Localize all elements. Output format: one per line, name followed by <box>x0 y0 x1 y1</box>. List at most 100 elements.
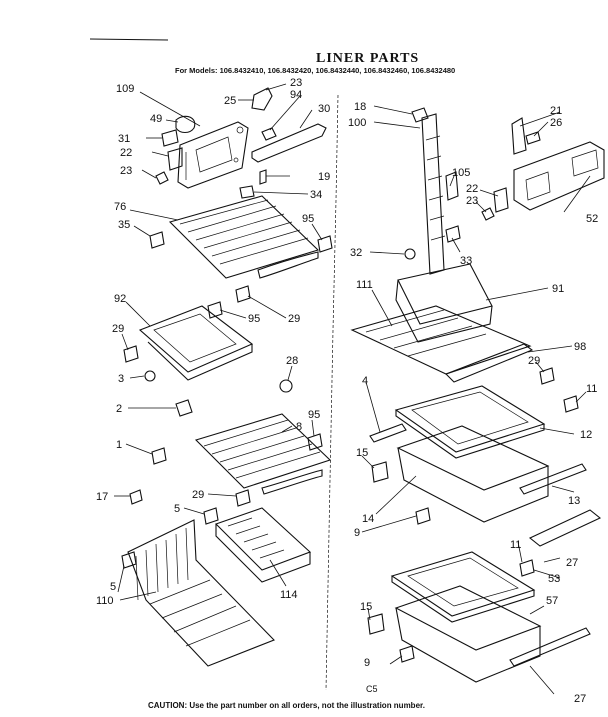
trim-27a-part <box>528 509 602 547</box>
stop-part <box>259 169 267 185</box>
clip-29b-part <box>123 345 139 363</box>
callout-29d: 29 <box>528 355 540 367</box>
wire-shelf-8-part <box>194 413 332 495</box>
screw-23c-part <box>481 207 495 221</box>
callout-22a: 22 <box>120 147 132 159</box>
clip-1-part <box>151 447 167 465</box>
switch-part <box>167 147 183 171</box>
callout-30: 30 <box>318 103 330 115</box>
callout-3: 3 <box>118 373 124 385</box>
callout-31: 31 <box>118 133 130 145</box>
clip-35-part <box>149 231 165 249</box>
clip-95a-part <box>317 235 333 253</box>
crisper-pan-14-part <box>396 425 550 523</box>
callout-35: 35 <box>118 219 130 231</box>
callout-23c: 23 <box>466 195 478 207</box>
clip-9a-part <box>415 507 431 525</box>
socket-part <box>161 129 179 147</box>
callout-27a: 27 <box>566 557 578 569</box>
ice-tray-114-part <box>214 507 312 583</box>
callout-15b: 15 <box>360 601 372 613</box>
callout-100: 100 <box>348 117 366 129</box>
cap-18-part <box>411 107 429 123</box>
clip-29c-part <box>235 489 251 507</box>
model-list: For Models: 106.8432410, 106.8432420, 10… <box>175 66 455 75</box>
callout-34: 34 <box>310 189 322 201</box>
callout-53: 53 <box>548 573 560 585</box>
switch-22b-part <box>493 187 509 213</box>
control-housing-part <box>177 121 249 189</box>
glass-shelf-53-part <box>390 551 536 623</box>
clip-29d-part <box>539 367 555 385</box>
pan-57-part <box>394 585 542 683</box>
hinge-bracket-part <box>251 87 273 111</box>
callout-15a: 15 <box>356 447 368 459</box>
callout-28: 28 <box>286 355 298 367</box>
plug-32-part <box>404 248 416 260</box>
callout-76: 76 <box>114 201 126 213</box>
callout-5b: 5 <box>110 581 116 593</box>
clip-17-part <box>129 489 143 505</box>
trim-98-part <box>445 343 534 383</box>
bracket-15a-part <box>371 461 389 483</box>
bracket-21-part <box>511 117 527 155</box>
callout-105: 105 <box>452 167 470 179</box>
callout-14: 14 <box>362 513 374 525</box>
screw-part <box>155 171 169 185</box>
callout-2: 2 <box>116 403 122 415</box>
callout-95c: 95 <box>308 409 320 421</box>
callout-22b: 22 <box>466 183 478 195</box>
wire-shelf-76-part <box>168 195 320 279</box>
callout-19: 19 <box>318 171 330 183</box>
control-panel-52-part <box>513 141 605 211</box>
plug-28-part <box>279 379 293 393</box>
wire-basket-110-part <box>127 519 275 667</box>
callout-21: 21 <box>550 105 562 117</box>
callout-labels: 109 25 23 94 30 49 31 22 23 19 34 76 35 … <box>96 77 598 705</box>
callout-9b: 9 <box>364 657 370 669</box>
screw-26-part <box>525 131 541 145</box>
glass-shelf-12-part <box>394 385 546 459</box>
callout-11b: 11 <box>510 539 521 551</box>
trim-94-part <box>261 127 277 141</box>
callout-33: 33 <box>460 255 472 267</box>
callout-1: 1 <box>116 439 122 451</box>
pan-92-part <box>138 305 254 381</box>
stop-33-part <box>445 225 461 243</box>
callout-23b: 23 <box>120 165 132 177</box>
callout-49: 49 <box>150 113 162 125</box>
door-post-100-part <box>421 113 446 275</box>
callout-111: 111 <box>356 279 373 291</box>
bin-91-part <box>395 263 493 343</box>
callout-94: 94 <box>290 89 302 101</box>
callout-92: 92 <box>114 293 126 305</box>
header-rule <box>89 38 169 41</box>
clip-29a-part <box>235 285 251 303</box>
cover-2-part <box>175 399 193 417</box>
callout-13: 13 <box>568 495 580 507</box>
callout-4: 4 <box>362 375 368 387</box>
clip-5a-part <box>203 507 219 525</box>
leader-lines <box>114 83 591 695</box>
trim-27b-part <box>509 627 591 667</box>
callout-9a: 9 <box>354 527 360 539</box>
clip-11b-part <box>519 559 535 577</box>
footer-code: C5 <box>366 684 378 694</box>
support-34-part <box>239 185 255 199</box>
light-bulb-part <box>175 115 196 134</box>
callout-57: 57 <box>546 595 558 607</box>
callout-29a: 29 <box>288 313 300 325</box>
callout-25: 25 <box>224 95 236 107</box>
callout-18: 18 <box>354 101 366 113</box>
trim-13-part <box>519 463 587 495</box>
callout-29b: 29 <box>112 323 124 335</box>
callout-23a: 23 <box>290 77 302 89</box>
callout-95a: 95 <box>302 213 314 225</box>
callout-95b: 95 <box>248 313 260 325</box>
callout-8: 8 <box>296 421 302 433</box>
callout-26: 26 <box>550 117 562 129</box>
callout-98: 98 <box>574 341 586 353</box>
clip-11a-part <box>563 395 579 413</box>
callout-29c: 29 <box>192 489 204 501</box>
